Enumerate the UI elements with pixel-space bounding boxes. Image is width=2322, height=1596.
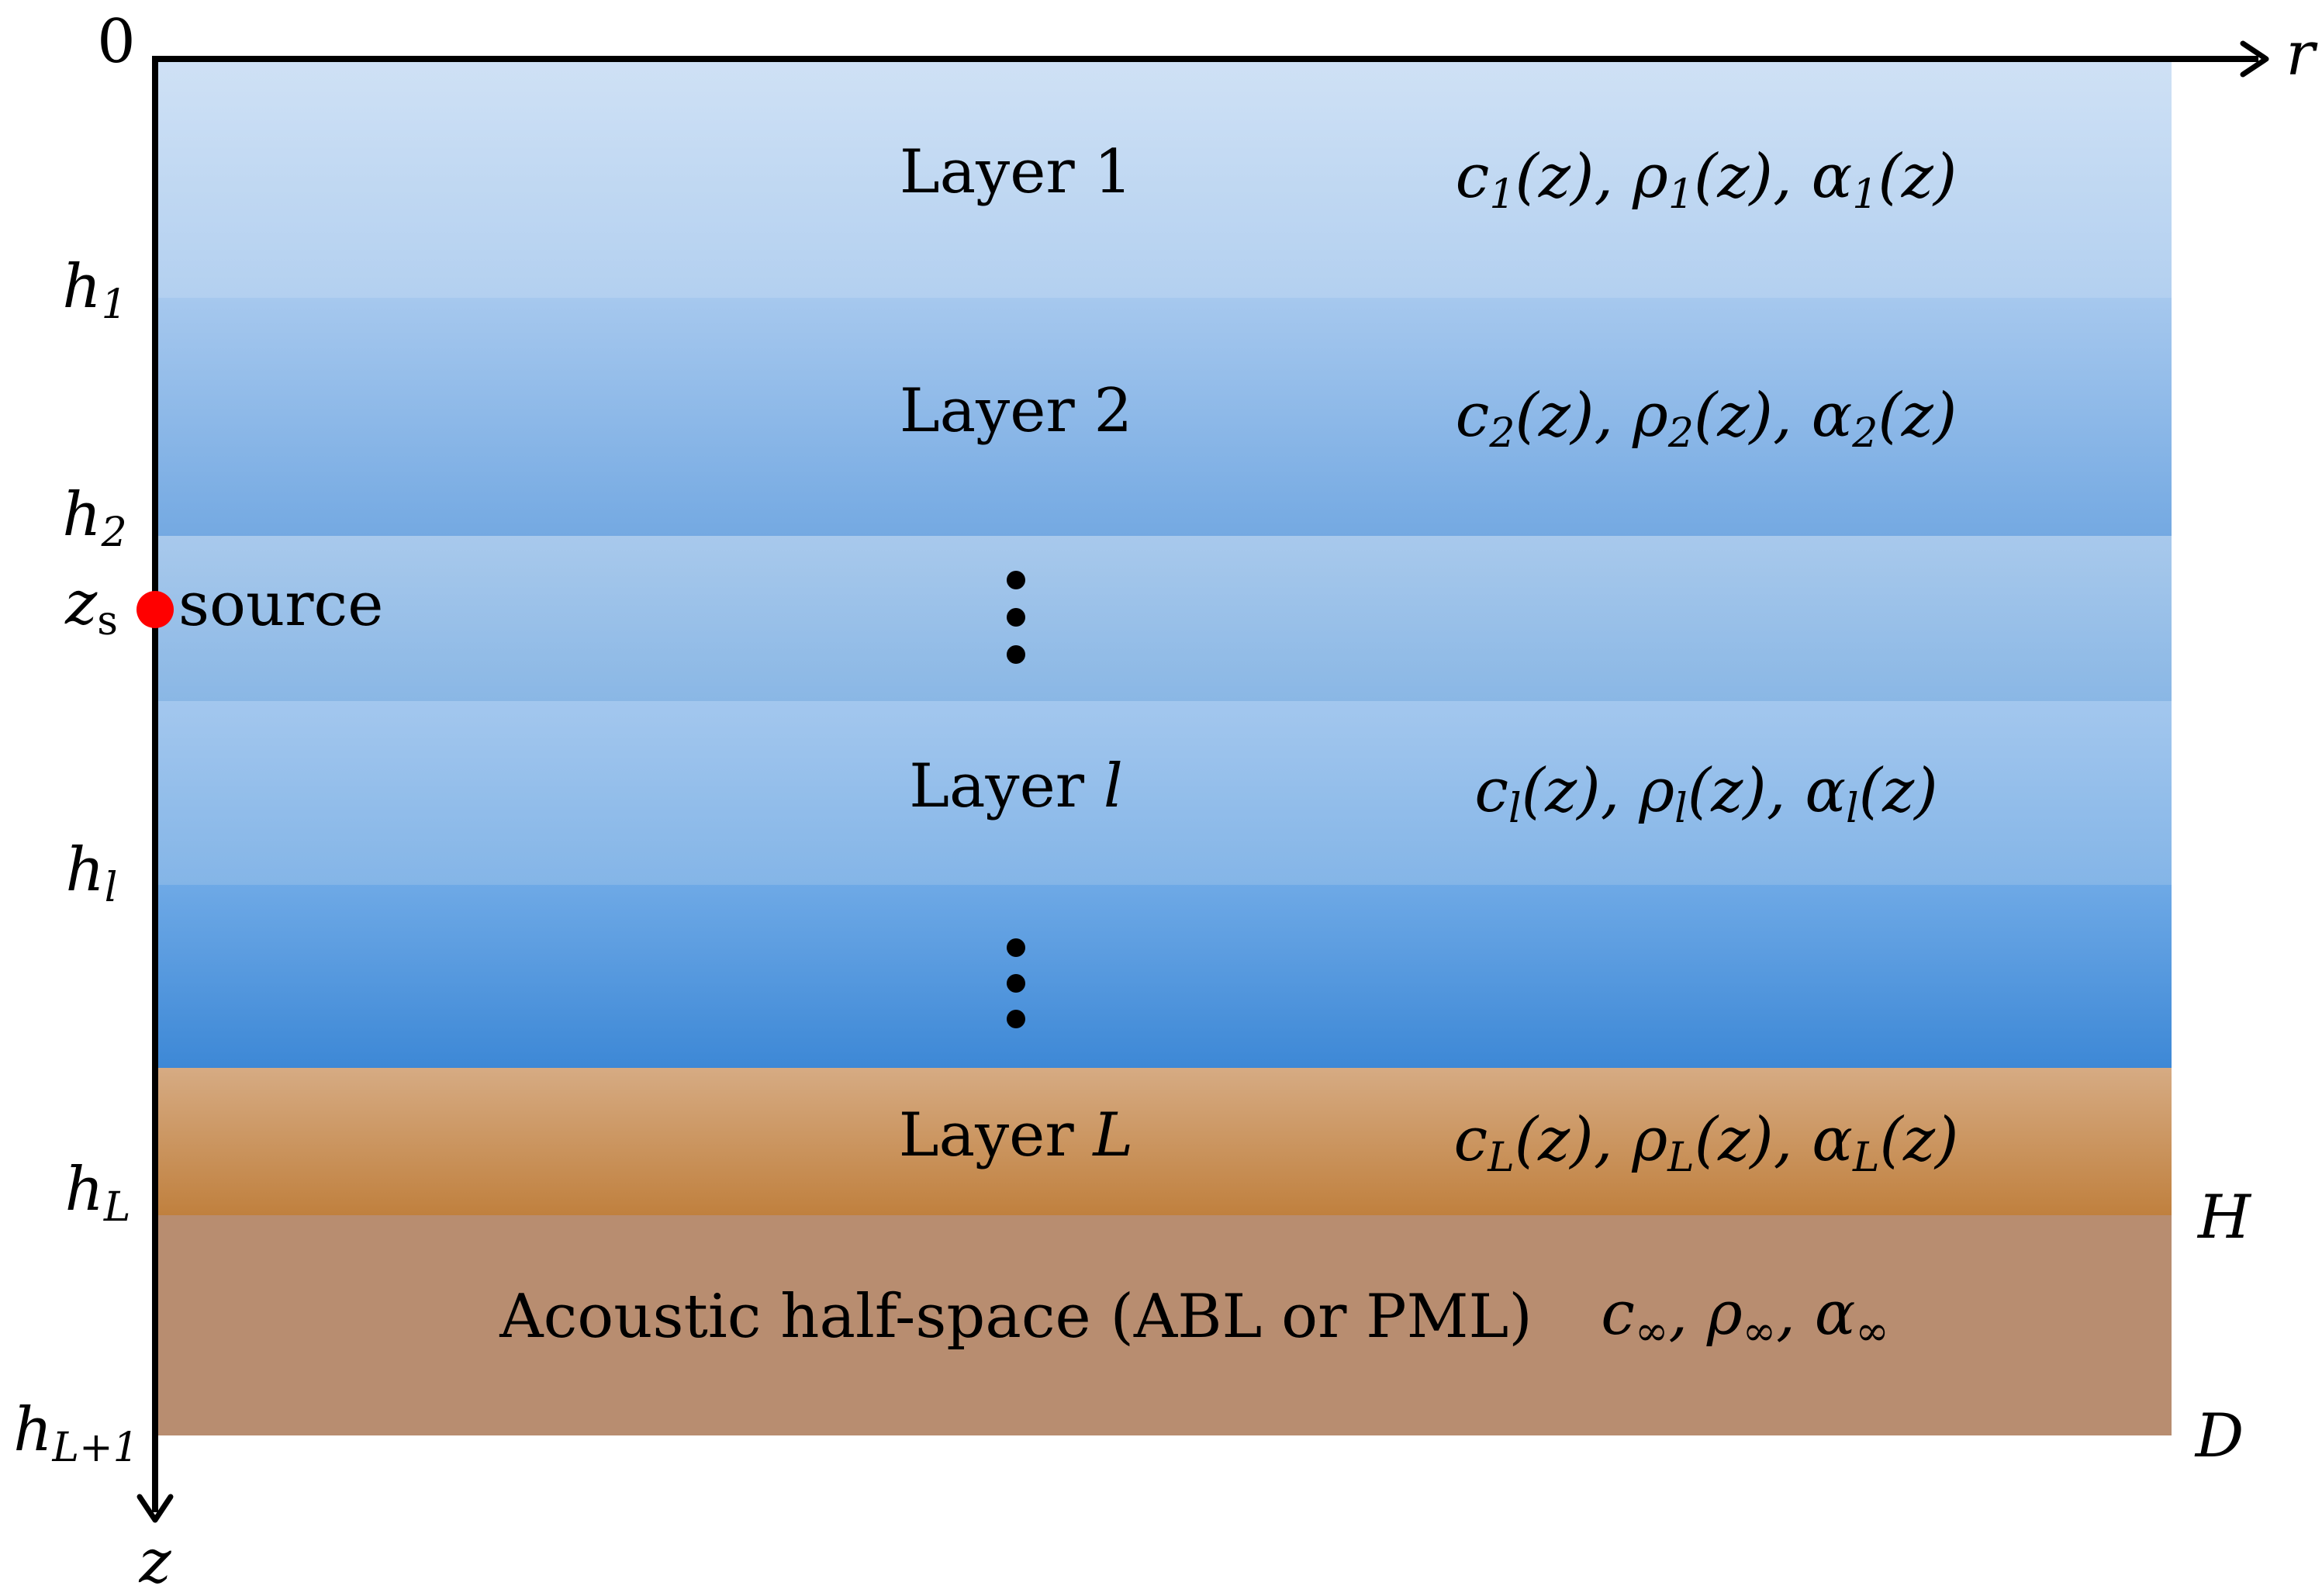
ellipsis-dot [1007,645,1025,664]
layer-2-properties: c2(z), ρ2(z), α2(z) [1456,381,1957,457]
deep-band [155,885,2172,1068]
ellipsis-dot [1007,571,1025,589]
intermediate-band [155,536,2172,701]
depth-label-hL1: hL+1 [13,1395,138,1471]
source-label: source [178,570,383,640]
ellipsis-dot [1007,974,1025,993]
layer-L-properties: cL(z), ρL(z), αL(z) [1454,1105,1959,1181]
halfspace-properties: c∞, ρ∞, α∞ [1601,1279,1888,1355]
layer-1-name: Layer 1 [900,137,1132,207]
depth-label-h2: h2 [62,480,126,556]
layer-2-name: Layer 2 [900,376,1132,446]
layer-1-properties: c1(z), ρ1(z), α1(z) [1456,142,1957,218]
ellipsis-dot [1007,938,1025,957]
halfspace-band [155,1215,2172,1435]
halfspace-name: Acoustic half-space (ABL or PML) [499,1282,1532,1352]
depth-label-h1: h1 [62,252,126,328]
layer-l-properties: cl(z), ρl(z), αl(z) [1474,756,1937,832]
label-D: D [2194,1401,2244,1471]
layer-2-band [155,298,2172,536]
layer-1-band [155,59,2172,298]
ellipsis-dot [1007,608,1025,627]
layer-l-name: Layer l [909,751,1123,821]
z-axis-label: z [138,1527,171,1596]
source-marker [136,591,174,628]
z-axis-arrowhead [136,1494,174,1523]
layer-L-name: Layer L [899,1100,1133,1170]
label-H: H [2196,1183,2252,1252]
r-axis-arrowhead [2240,40,2269,78]
depth-label-hl: hl [66,835,118,911]
depth-label-hL: hL [65,1155,131,1231]
ellipsis-dot [1007,1010,1025,1028]
layer-L-band [155,1068,2172,1215]
r-axis-label: r [2286,19,2318,89]
origin-label: 0 [97,7,136,77]
layer-l-band [155,701,2172,885]
source-depth-label: zs [64,568,118,644]
